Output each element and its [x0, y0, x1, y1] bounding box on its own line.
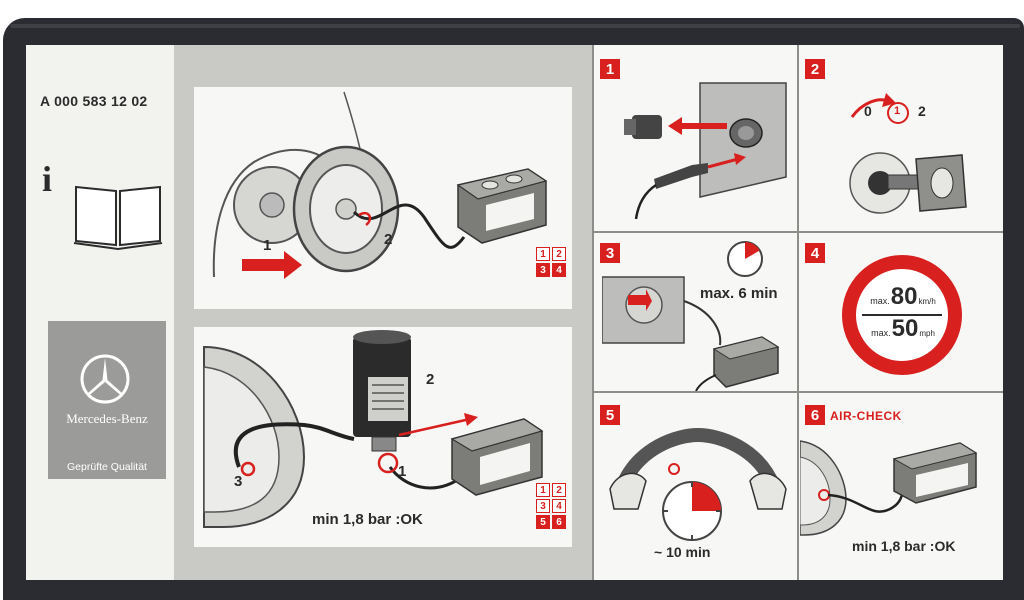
dial-position-0: 0	[864, 103, 872, 119]
sequence-cell: 6	[552, 515, 566, 529]
step-number-text: 2	[810, 60, 820, 78]
timer-icon	[662, 481, 722, 541]
sealant-bottle-illustration	[203, 330, 544, 528]
inflation-illustration	[602, 276, 780, 391]
callout-3: 3	[234, 473, 243, 490]
sequence-cell: 2	[552, 247, 566, 261]
mercedes-star-icon	[80, 354, 130, 404]
step-number-2: 2	[805, 59, 825, 79]
unit-mph: mph	[919, 329, 935, 338]
callout-1: 1	[263, 237, 272, 254]
book-icon	[73, 185, 163, 251]
step-number-text: 6	[810, 406, 820, 424]
brand-tagline: Geprüfte Qualität	[67, 461, 147, 473]
steering-wheel-illustration	[609, 427, 787, 510]
middle-column: 1 2 1 2 3 4	[174, 45, 592, 580]
dial-position-2: 2	[918, 103, 926, 119]
grid-divider-vertical	[797, 45, 799, 580]
pressure-text: min 1,8 bar :	[852, 538, 935, 554]
air-check-illustration	[800, 440, 978, 536]
step-number-text: 4	[810, 244, 820, 262]
plug-in-socket-illustration	[624, 82, 787, 220]
instruction-label: A 000 583 12 02 i Mercedes-Benz Geprüfte…	[26, 45, 1003, 580]
callout-2: 2	[384, 231, 393, 248]
step-number-5: 5	[600, 405, 620, 425]
step-number-4: 4	[805, 243, 825, 263]
sequence-cell: 5	[536, 515, 550, 529]
brand-badge	[48, 321, 166, 479]
timer-icon	[727, 241, 763, 277]
step-number-text: 1	[605, 60, 615, 78]
sequence-cell: 4	[552, 499, 566, 513]
ok-text: OK	[400, 511, 423, 528]
speed-kmh-value: 80	[890, 283, 918, 310]
unit-kmh: km/h	[918, 297, 936, 306]
left-column: A 000 583 12 02 i Mercedes-Benz Geprüfte…	[26, 45, 174, 580]
dial-position-1: 1	[894, 105, 901, 117]
speed-mph-value: 50	[891, 315, 919, 342]
speed-limit-divider	[862, 314, 942, 316]
sequence-cell: 3	[536, 263, 550, 277]
callout-1: 1	[398, 463, 407, 480]
speed-limit-kmh: max. 80 km/h	[860, 283, 946, 311]
callout-2: 2	[426, 371, 435, 388]
step-number-3: 3	[600, 243, 620, 263]
pressure-text: min 1,8 bar :	[312, 511, 401, 528]
step-number-text: 3	[605, 244, 615, 262]
ignition-key-illustration	[849, 93, 967, 214]
time-limit: max. 6 min	[700, 285, 778, 302]
part-number: A 000 583 12 02	[40, 93, 148, 109]
sequence-cell: 1	[536, 483, 550, 497]
sequence-cell: 3	[536, 499, 550, 513]
grid-divider-horizontal	[592, 391, 1003, 393]
sequence-cell: 2	[552, 483, 566, 497]
max-label: max.	[870, 296, 890, 306]
grid-divider-left	[592, 45, 594, 580]
sequence-cell: 1	[536, 247, 550, 261]
pressure-requirement: min 1,8 bar :OK	[312, 511, 423, 528]
wheel-connect-illustration	[212, 91, 548, 279]
step-number-text: 5	[605, 406, 615, 424]
info-icon: i	[42, 159, 53, 199]
brand-name: Mercedes-Benz	[66, 411, 148, 426]
drive-time: ~ 10 min	[654, 544, 711, 560]
grid-divider-horizontal	[592, 231, 1003, 233]
card-edge-highlight	[10, 24, 1020, 28]
speed-limit-mph: max. 50 mph	[860, 315, 946, 343]
ok-text: OK	[934, 538, 956, 554]
step-number-6: 6	[805, 405, 825, 425]
step-number-1: 1	[600, 59, 620, 79]
panel-sealant-bottle: 2 1 3 min 1,8 bar :OK 1 2 3 4 5 6	[194, 327, 572, 547]
panel-connect-compressor: 1 2 1 2 3 4	[194, 87, 572, 309]
air-check-pressure: min 1,8 bar :OK	[852, 538, 955, 554]
step-grid: 1 2 0 1 2 3	[592, 45, 1003, 580]
max-label: max.	[871, 328, 891, 338]
sequence-grid-a: 1 2 3 4	[536, 247, 566, 277]
sequence-grid-b: 1 2 3 4 5 6	[536, 483, 566, 529]
sequence-cell: 4	[552, 263, 566, 277]
air-check-title: AIR-CHECK	[830, 409, 902, 423]
